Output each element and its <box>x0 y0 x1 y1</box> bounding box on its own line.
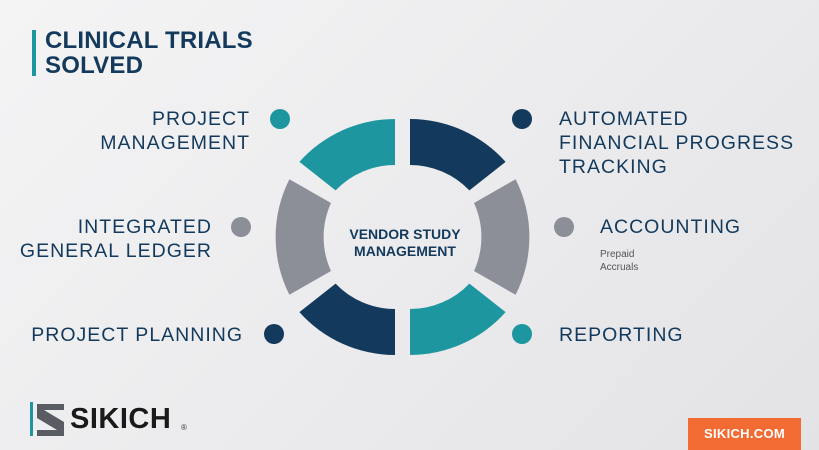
website-link-button[interactable]: SIKICH.COM <box>688 418 801 450</box>
reporting-dot <box>512 324 532 344</box>
brand-name: SIKICH <box>70 403 172 435</box>
automated-financial-tracking-dot <box>512 109 532 129</box>
accounting-dot <box>554 217 574 237</box>
label-reporting: REPORTING <box>559 324 684 346</box>
segment-reporting <box>410 283 506 355</box>
project-planning-dot <box>264 324 284 344</box>
label-accounting: ACCOUNTING <box>600 216 742 238</box>
segment-project-management <box>299 119 395 191</box>
label-project-management: PROJECT MANAGEMENT <box>100 108 250 154</box>
segment-project-planning <box>299 283 395 355</box>
accounting-subitems: Prepaid Accruals <box>600 249 639 273</box>
integrated-general-ledger-dot <box>231 217 251 237</box>
title-accent-bar <box>32 30 36 76</box>
title-line-1: CLINICAL TRIALS <box>45 27 253 54</box>
label-automated-financial-tracking: AUTOMATED FINANCIAL PROGRESS TRACKING <box>559 108 795 178</box>
sikich-logo-icon <box>30 402 64 436</box>
segment-automated-financial-tracking <box>410 119 506 191</box>
project-management-dot <box>270 109 290 129</box>
title-line-2: SOLVED <box>45 52 144 79</box>
brand-registered-mark: ® <box>181 423 187 432</box>
label-integrated-general-ledger: INTEGRATED GENERAL LEDGER <box>19 216 212 262</box>
segment-accounting <box>474 179 530 295</box>
center-label: VENDOR STUDY MANAGEMENT <box>330 226 480 260</box>
page-title: CLINICAL TRIALS SOLVED <box>45 28 253 78</box>
center-line-2: MANAGEMENT <box>354 243 456 259</box>
label-project-planning: PROJECT PLANNING <box>31 324 243 346</box>
center-line-1: VENDOR STUDY <box>349 226 461 242</box>
segment-integrated-general-ledger <box>275 179 331 295</box>
